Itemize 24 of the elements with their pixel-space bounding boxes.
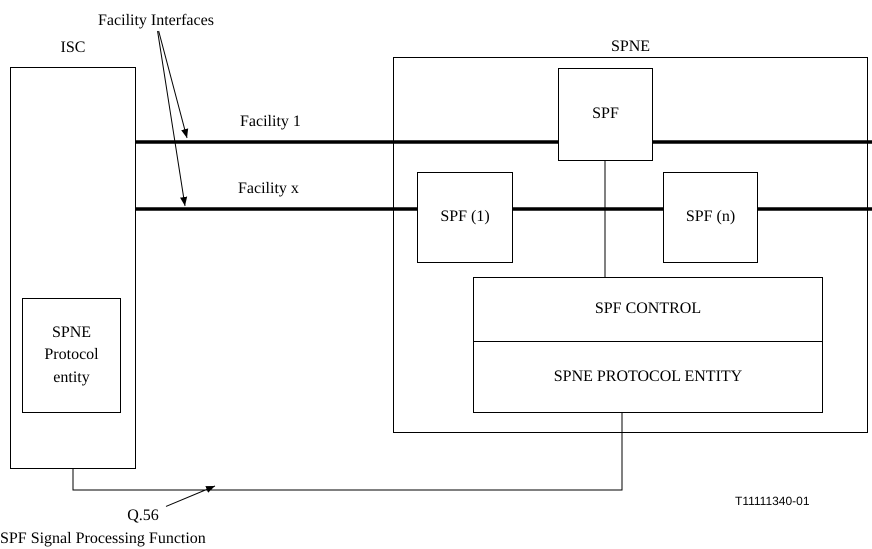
facility-line [136,140,558,144]
entity-box: SPNE Protocol entity [22,298,121,413]
control-box: SPF CONTROL [473,277,823,342]
function-box: SPF (1) [417,172,513,263]
facility-line [653,140,872,144]
leader-arrow [158,30,188,138]
connector-line [604,160,606,278]
connector-line [72,412,622,490]
edge-label: Facility x [238,180,299,198]
edge-label: Facility 1 [240,113,301,131]
entity-box: SPNE PROTOCOL ENTITY [473,341,823,413]
figure-code: T11111340-01 [735,493,810,510]
annotation-text: Q.56 [120,506,166,526]
leader-arrow [166,486,216,507]
facility-line [136,207,417,211]
leader-arrow [157,30,188,206]
abbreviation-note: SPF Signal Processing Function [0,530,206,548]
function-box: SPF [558,68,653,161]
facility-line [513,207,663,211]
annotation-text: Facility Interfaces [95,11,217,31]
facility-line [758,207,872,211]
function-box: SPF (n) [663,172,758,263]
box-heading: SPNE [610,37,652,57]
box-heading: ISC [60,38,86,58]
